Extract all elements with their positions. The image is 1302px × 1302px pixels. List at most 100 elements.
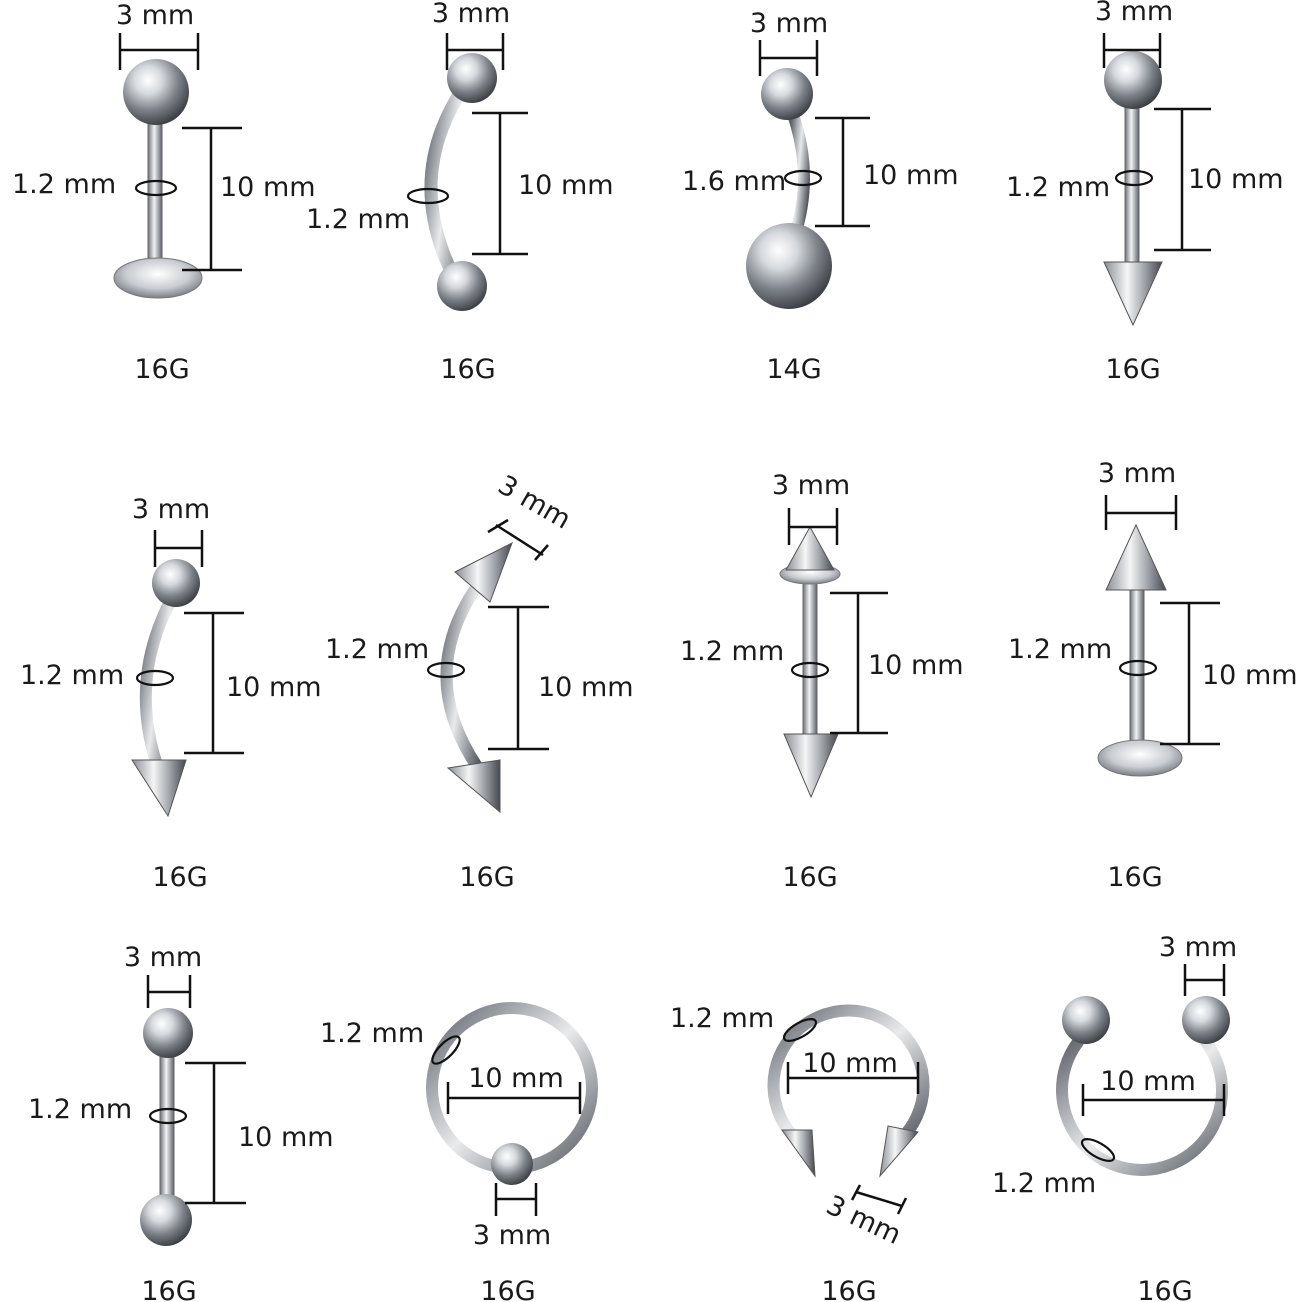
thickness-marker [406,187,450,205]
length-label: 10 mm [518,170,614,201]
length-label: 10 mm [868,650,964,681]
item-curved-ball-spike: 3 mm 1.2 mm 10 mm 16G [20,494,322,893]
ball-dimension-line [445,33,505,70]
item-curved-barbell: 3 mm 1.2 mm 10 mm 16G [306,0,614,385]
spike-end [131,759,187,818]
item-curved-double-spike: 3 mm 1.2 mm 10 mm 16G [325,470,634,893]
ball-dimension-line [487,518,549,561]
item-belly-ring: 3 mm 1.6 mm 10 mm 14G [682,8,959,385]
gauge-label: 16G [152,862,207,893]
top-spike [454,541,513,603]
labret-bar [1129,589,1145,751]
top-ball [143,1008,193,1058]
length-dimension-line [488,605,549,751]
ball-size-label: 3 mm [772,470,850,501]
bottom-spike [446,759,501,814]
top-ball [152,559,200,607]
ball-size-label: 3 mm [432,0,510,29]
item-spike-labret: 3 mm 1.2 mm 10 mm 16G [1008,458,1298,893]
item-horseshoe-ball: 10 mm 3 mm 1.2 mm 16G [992,932,1237,1302]
straight-bar [802,574,818,736]
gauge-label: 16G [141,1276,196,1302]
captive-bead [491,1143,533,1185]
thickness-marker [1080,1138,1116,1162]
length-dimension-line [472,111,528,256]
ball-dimension-line [1102,33,1162,68]
top-ball [447,53,497,103]
length-dimension-line [1154,107,1211,252]
item-labret: 3 mm 1.2 mm 10 mm 16G [12,0,316,385]
item-captive-bead-ring: 10 mm 3 mm 1.2 mm 16G [320,1002,598,1302]
gauge-label: 16G [134,354,189,385]
thickness-label: 1.2 mm [1006,172,1110,203]
left-spike [781,1129,816,1178]
length-dimension-line [1160,601,1220,746]
thickness-label: 1.2 mm [680,636,784,667]
curved-bar [440,579,484,774]
gauge-label: 16G [1105,354,1160,385]
thickness-label: 1.2 mm [28,1094,132,1125]
thickness-label: 1.2 mm [306,204,410,235]
ball-size-label: 3 mm [750,8,828,39]
bottom-ball [140,1194,192,1246]
thickness-marker [134,179,178,197]
diameter-dimension-line [1081,1084,1226,1116]
top-spike [785,525,835,571]
thickness-label: 1.2 mm [12,169,116,200]
gauge-label: 14G [766,354,821,385]
top-spike [1105,523,1167,591]
length-dimension-line [830,591,888,735]
gauge-label: 16G [459,862,514,893]
length-dimension-line [815,116,870,228]
top-ball [1104,51,1162,109]
spike-end [1103,261,1163,327]
ball-dimension-line [850,1184,908,1215]
straight-bar [1124,99,1140,266]
thickness-marker [148,1107,188,1125]
length-label: 10 mm [220,172,316,203]
ball-dimension-line [494,1183,538,1216]
ball-size-label: 3 mm [1159,932,1237,963]
thickness-label: 1.6 mm [682,166,786,197]
length-label: 10 mm [538,672,634,703]
top-ball [761,68,813,120]
ball-dimension-line [118,33,200,70]
item-horseshoe-spike: 10 mm 3 mm 1.2 mm 16G [670,1003,930,1302]
gauge-label: 16G [782,862,837,893]
ball-size-label: 3 mm [116,0,194,31]
thickness-marker [431,1035,461,1065]
thickness-marker [783,169,823,187]
length-dimension-line [184,611,244,755]
labret-disc [1097,739,1183,777]
horseshoe-ring [1056,1036,1228,1176]
thickness-marker [790,661,830,679]
ball-size-label: 3 mm [124,942,202,973]
length-label: 10 mm [226,672,322,703]
thickness-label: 1.2 mm [320,1018,424,1049]
ball-dimension-line [1104,495,1178,530]
length-label: 10 mm [1188,164,1284,195]
ball-size-label: 3 mm [473,1220,551,1251]
bottom-ball [746,223,832,309]
ball-dimension-line [758,40,819,76]
left-ball [1062,996,1110,1044]
ball-size-label: 3 mm [493,470,576,536]
labret-ball [123,59,189,125]
gauge-label: 16G [1137,1276,1192,1302]
ball-dimension-line [1183,964,1226,996]
thickness-marker [426,661,466,679]
item-spike-straight-barbell: 3 mm 1.2 mm 10 mm 16G [1006,0,1284,385]
length-dimension-line [185,1061,246,1205]
gauge-label: 16G [1107,862,1162,893]
thickness-marker [1118,659,1158,677]
right-spike [879,1125,919,1178]
right-ball [1182,996,1230,1044]
ball-size-label: 3 mm [1095,0,1173,27]
length-label: 10 mm [468,1063,564,1094]
thickness-label: 1.2 mm [325,634,429,665]
diameter-dimension-line [446,1082,582,1114]
thickness-label: 1.2 mm [670,1003,774,1034]
curved-bar [139,592,178,774]
ball-size-label: 3 mm [1098,458,1176,489]
